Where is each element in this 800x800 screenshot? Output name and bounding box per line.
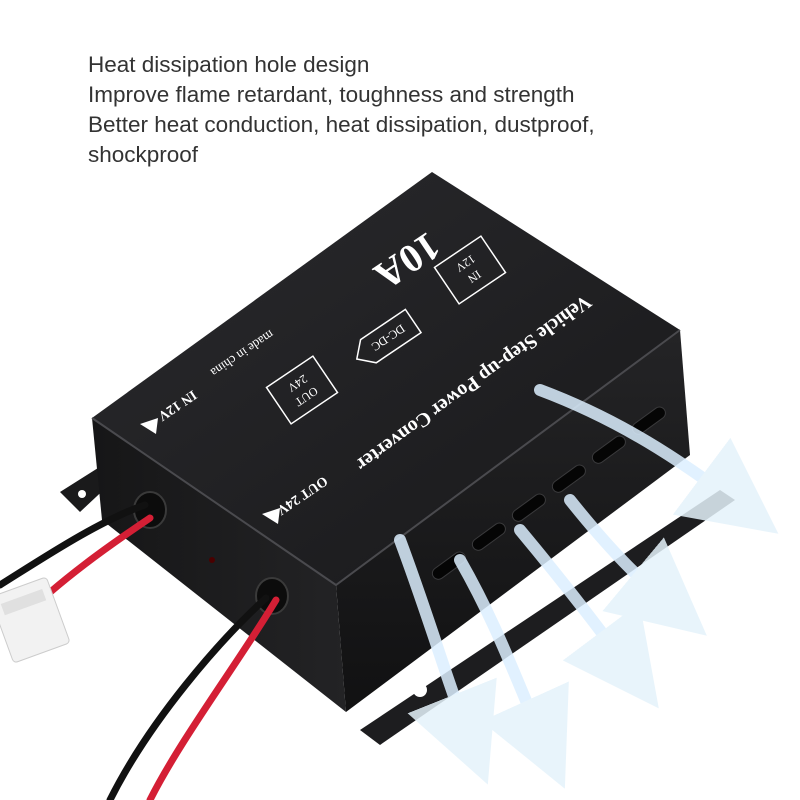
top-edge-highlight [91,329,681,587]
airflow-arrows [394,384,779,789]
output-black-wire [106,594,270,800]
caption-line-3: Better heat conduction, heat dissipation… [88,112,595,137]
vent-slot [511,493,546,522]
case-left-face [92,418,346,712]
input-black-wire [0,501,149,589]
out-triangle-icon [262,508,280,524]
airflow-arrow [394,534,497,785]
flange-hole-left [78,490,86,498]
airflow-arrow [454,554,569,789]
output-wires [106,594,280,800]
case-top-face [92,172,680,585]
airflow-arrow [514,524,659,709]
airflow-arrow [534,384,779,534]
caption-line-2: Improve flame retardant, toughness and s… [88,82,575,107]
caption-line-4: shockproof [88,142,199,167]
output-red-wire [146,596,280,800]
vent-slot [471,522,506,551]
caption-line-1: Heat dissipation hole design [88,52,370,77]
vent-slot [551,464,586,493]
input-connector [0,577,70,663]
flange-hole-right [651,501,665,515]
flange-hole-bottom [413,683,427,697]
in-12v-box: IN 12V [433,235,507,305]
airflow-arrow [564,494,707,636]
vent-slot [591,435,626,464]
feature-caption: Heat dissipation hole design Improve fla… [88,50,688,170]
in-triangle-icon [140,418,158,434]
output-cable-gland [255,577,289,615]
vent-slots [431,406,666,580]
indicator-led [209,557,215,563]
